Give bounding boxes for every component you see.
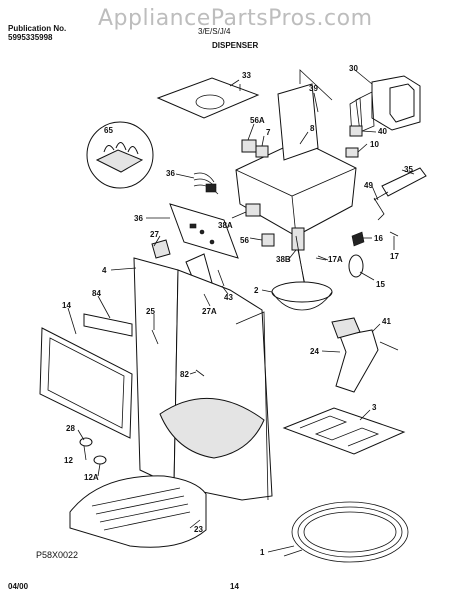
part-41-bracket[interactable] bbox=[331, 317, 399, 351]
part-30-bracket[interactable] bbox=[349, 75, 421, 137]
callout-36-upper: 36 bbox=[166, 169, 175, 178]
footer-date: 04/00 bbox=[8, 582, 29, 591]
callout-84: 84 bbox=[92, 289, 101, 298]
part-10-switch[interactable] bbox=[345, 147, 359, 158]
publication-label: Publication No. bbox=[8, 24, 67, 33]
part-7-switch[interactable] bbox=[255, 145, 269, 158]
part-3-heater[interactable] bbox=[282, 407, 406, 455]
callout-82: 82 bbox=[180, 370, 189, 379]
part-12A-clip[interactable] bbox=[93, 455, 107, 465]
part-56-switch[interactable] bbox=[261, 233, 275, 247]
callout-30: 30 bbox=[349, 64, 358, 73]
watermark: AppliancePartsPros.com bbox=[98, 6, 373, 31]
part-27-bracket[interactable] bbox=[151, 239, 171, 259]
part-24-lever[interactable] bbox=[335, 329, 379, 393]
part-17-screw[interactable] bbox=[389, 231, 399, 237]
callout-23: 23 bbox=[194, 525, 203, 534]
callout-25: 25 bbox=[146, 307, 155, 316]
callout-27A: 27A bbox=[202, 307, 217, 316]
part-65-inset bbox=[86, 121, 154, 189]
callout-17A: 17A bbox=[328, 255, 343, 264]
part-17A-screw[interactable] bbox=[317, 255, 329, 261]
callout-12A: 12A bbox=[84, 473, 99, 482]
leader-lines bbox=[67, 69, 415, 553]
callout-1: 1 bbox=[260, 548, 265, 557]
callout-49: 49 bbox=[364, 181, 373, 190]
callout-15: 15 bbox=[376, 280, 385, 289]
part-82-screw[interactable] bbox=[195, 369, 205, 377]
callout-3: 3 bbox=[372, 403, 377, 412]
part-25-screw[interactable] bbox=[151, 329, 159, 345]
callout-17: 17 bbox=[390, 252, 399, 261]
callout-41: 41 bbox=[382, 317, 391, 326]
callout-14: 14 bbox=[62, 301, 71, 310]
callout-33: 33 bbox=[242, 71, 251, 80]
callout-35: 35 bbox=[404, 165, 413, 174]
part-36-control-board[interactable] bbox=[169, 203, 239, 259]
callout-43: 43 bbox=[224, 293, 233, 302]
drawing-code: P58X0022 bbox=[36, 550, 79, 560]
callout-12: 12 bbox=[64, 456, 73, 465]
callout-2: 2 bbox=[254, 286, 259, 295]
part-16-lamp-socket[interactable] bbox=[351, 231, 365, 247]
part-14-door[interactable] bbox=[39, 327, 133, 439]
part-56A-switch[interactable] bbox=[241, 139, 257, 153]
callout-10: 10 bbox=[370, 140, 379, 149]
callout-38B: 38B bbox=[276, 255, 291, 264]
part-35-solenoid[interactable] bbox=[373, 167, 427, 201]
callout-39: 39 bbox=[309, 84, 318, 93]
callout-24: 24 bbox=[310, 347, 319, 356]
callout-27: 27 bbox=[150, 230, 159, 239]
callout-65: 65 bbox=[104, 126, 113, 135]
publication-number: 5995335998 bbox=[8, 33, 53, 42]
callout-7: 7 bbox=[266, 128, 271, 137]
page-number: 14 bbox=[230, 582, 239, 591]
callout-16: 16 bbox=[374, 234, 383, 243]
part-4-front-housing[interactable] bbox=[133, 257, 273, 501]
part-84-trim-strip[interactable] bbox=[83, 313, 133, 337]
part-40-switch[interactable] bbox=[349, 125, 363, 137]
part-49-clip[interactable] bbox=[373, 197, 385, 221]
callout-28: 28 bbox=[66, 424, 75, 433]
part-36-wire-connector[interactable] bbox=[193, 172, 219, 195]
callout-4: 4 bbox=[102, 266, 107, 275]
model-text: 3/E/S/J/4 bbox=[198, 27, 231, 36]
part-15-bulb[interactable] bbox=[348, 254, 364, 278]
callout-56A: 56A bbox=[250, 116, 265, 125]
part-43-screw[interactable] bbox=[217, 269, 225, 287]
part-8-chute-housing[interactable] bbox=[235, 69, 357, 237]
part-38A-switch[interactable] bbox=[245, 203, 261, 217]
callout-56: 56 bbox=[240, 236, 249, 245]
part-1-water-tubing[interactable] bbox=[283, 501, 409, 563]
callout-40: 40 bbox=[378, 127, 387, 136]
part-12-clip[interactable] bbox=[79, 437, 93, 447]
part-33-top-plate[interactable] bbox=[156, 77, 260, 119]
section-title: DISPENSER bbox=[212, 41, 259, 50]
callout-8: 8 bbox=[310, 124, 315, 133]
part-23-drip-tray[interactable] bbox=[69, 475, 207, 548]
callout-36-lower: 36 bbox=[134, 214, 143, 223]
callout-38A: 38A bbox=[218, 221, 233, 230]
callout-labels: 33 30 39 8 56A 7 65 10 40 35 49 36 36 38… bbox=[62, 64, 413, 557]
